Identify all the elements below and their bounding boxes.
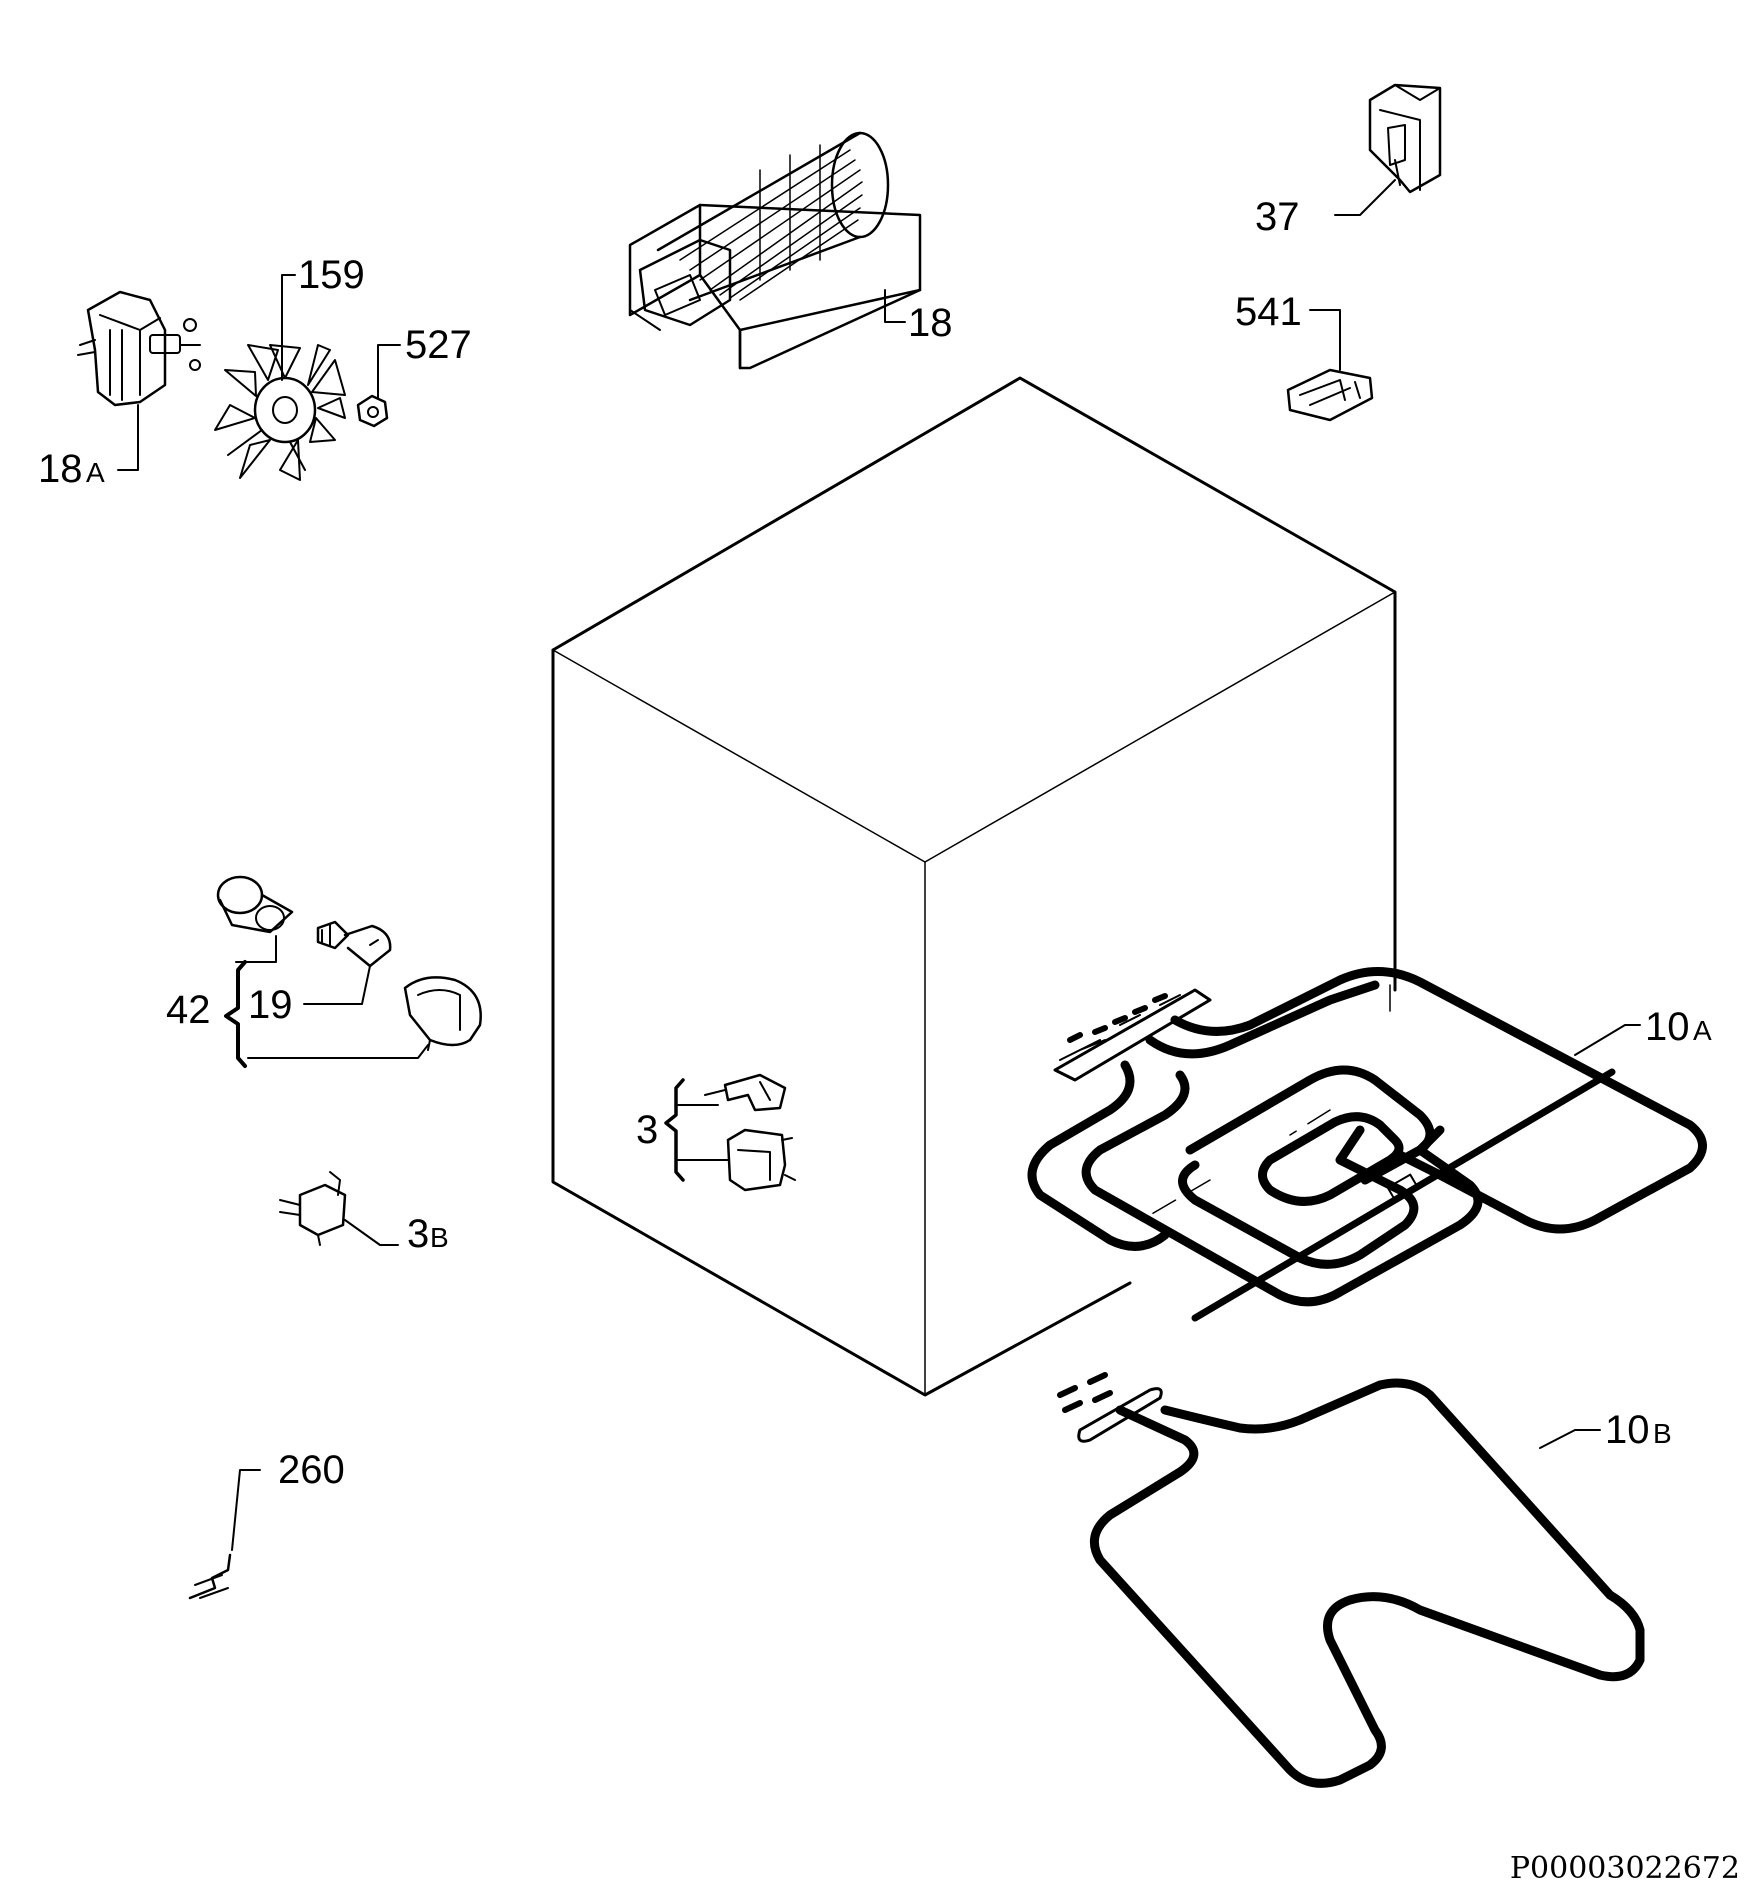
label-18a-suffix: A — [86, 457, 105, 488]
terminal-block-541 — [1286, 309, 1374, 422]
label-159: 159 — [298, 253, 365, 297]
label-10a-number: 10 — [1645, 1005, 1690, 1049]
thermostat-group-3 — [664, 1073, 796, 1192]
fan-motor-18a — [77, 290, 201, 471]
label-260: 260 — [278, 1448, 345, 1492]
switch-37 — [1334, 83, 1442, 216]
label-37: 37 — [1255, 195, 1300, 239]
lamp-assembly-42 — [216, 875, 482, 1068]
label-19: 19 — [248, 983, 293, 1027]
label-10b-suffix: B — [1653, 1418, 1672, 1449]
label-3b-number: 3 — [407, 1212, 429, 1256]
thermostat-3b — [279, 1171, 399, 1246]
label-10a-suffix: A — [1693, 1015, 1712, 1046]
oven-cavity-box — [551, 376, 1397, 1397]
wire-260 — [188, 1469, 261, 1600]
label-42: 42 — [166, 988, 211, 1032]
tangential-fan-18 — [628, 131, 922, 370]
label-18: 18 — [908, 301, 953, 345]
label-527: 527 — [405, 323, 472, 367]
bottom-element-10b — [1057, 1372, 1645, 1788]
grill-element-10a — [1027, 967, 1707, 1322]
label-3: 3 — [636, 1108, 658, 1152]
label-10b-number: 10 — [1605, 1408, 1650, 1452]
document-id: P00003022672 — [1510, 1851, 1740, 1886]
label-18a-number: 18 — [38, 447, 83, 491]
label-541: 541 — [1235, 290, 1302, 334]
label-3b-suffix: B — [430, 1222, 449, 1253]
nut-527 — [356, 344, 401, 428]
part-labels: 159 527 18 A 18 37 541 42 19 3 3 B 10 A … — [38, 195, 1712, 1492]
fan-blade-159 — [214, 274, 346, 481]
